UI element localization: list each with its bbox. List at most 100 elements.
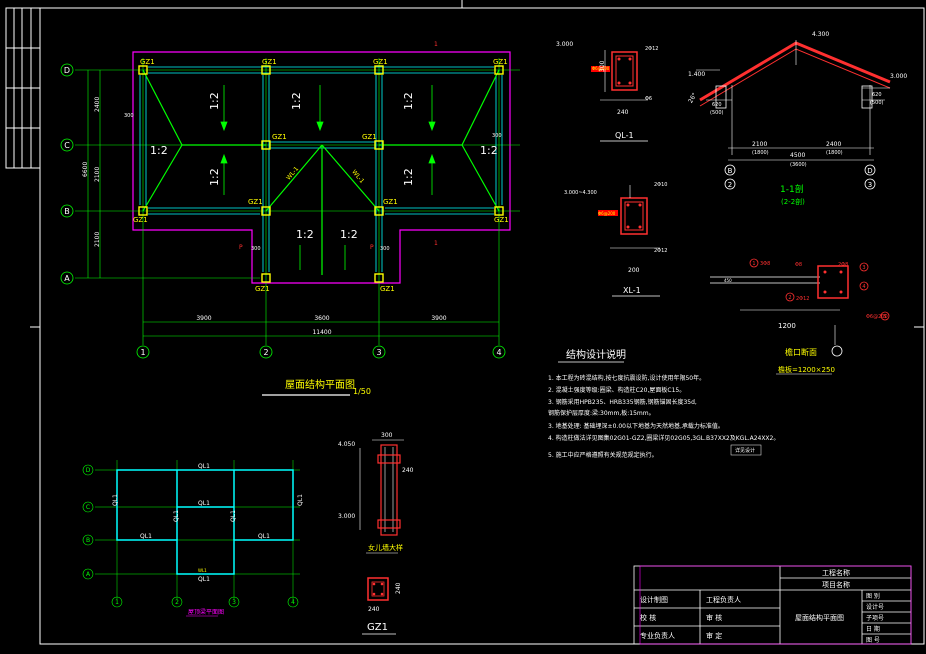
gz1-bot-elev: 3.000 (338, 513, 355, 520)
gz1-dim-side: 240 (402, 467, 414, 474)
column-gz1 (261, 273, 271, 283)
column-gz1 (374, 65, 384, 75)
slope-label: 1:2 (208, 92, 221, 110)
small-dim: 300 (492, 133, 502, 139)
column-tag: GZ1 (362, 133, 377, 141)
slope-label: 1:2 (402, 168, 415, 186)
notes-item: 3. 地基处理: 基础埋深±0.00以下地基为天然地基,承载力标准值。 (548, 422, 724, 430)
section-eave2: (500) (710, 110, 723, 116)
axis-label-row: C (64, 141, 70, 150)
tb-row-left: 专业负责人 (640, 631, 675, 640)
roof-plan: GZ1 GZ1 GZ1 GZ1 GZ1 GZ1 GZ1 GZ1 GZ1 GZ1 … (60, 41, 520, 396)
beam-axis-row: D (86, 467, 91, 474)
marker-p: P (370, 244, 374, 251)
xl1-elev: 3.000~4.300 (564, 190, 597, 196)
section-elev-top: 4.300 (812, 31, 829, 38)
beam-tag: QL1 (198, 576, 210, 583)
column-tag: GZ1 (373, 58, 388, 66)
notes-detail-label: 详见设计 (735, 447, 755, 454)
dim-left: 2400 (94, 97, 101, 112)
slope-label: 1:2 (290, 92, 303, 110)
cut-mark: 1 (434, 240, 438, 247)
beam-tag: QL1 (230, 510, 237, 522)
slope-label: 1:2 (296, 228, 314, 241)
slope-arrows (220, 85, 436, 270)
title-block-accent (639, 565, 912, 645)
tb-row-left: 校 核 (640, 613, 656, 622)
tb-project: 工程名称 (822, 568, 850, 577)
plan-title: 屋面结构平面图 (285, 378, 355, 391)
small-dim: 300 (380, 246, 390, 252)
column-tag: GZ1 (493, 58, 508, 66)
beam-tag: QL1 (173, 510, 180, 522)
beam-axis-row: A (86, 571, 91, 578)
beam-axis-col: 4 (291, 599, 295, 606)
xl1-label: XL-1 (623, 286, 641, 295)
slope-label: 1:2 (208, 168, 221, 186)
small-dim: 300 (124, 113, 134, 119)
tb-drawing: 屋面结构平面图 (795, 613, 844, 622)
axis-label-row: B (64, 207, 70, 216)
notes-item: 4. 构造柱做法详见图集02G01-GZ2,圈梁详见02G05,3GL.B37X… (548, 434, 779, 442)
cut-mark: 1 (434, 41, 438, 48)
beam-tag: QL1 (198, 463, 210, 470)
column-gz1 (374, 273, 384, 283)
roof-beam-plan: QL1 QL1 QL1 QL1 QL1 QL1 QL1 QL1 QL1 WL1 … (82, 460, 304, 617)
ql1-height: 300 (599, 60, 606, 72)
ridge-lines (142, 69, 500, 275)
slope-label: 1:2 (340, 228, 358, 241)
beam-tag: QL1 (112, 494, 119, 506)
gz1-detail: 4.050 3.000 300 240 女儿墙大样 240 240 GZ1 (338, 432, 414, 635)
axis-label-row: D (64, 66, 70, 75)
slope-label: 1:2 (150, 144, 168, 157)
tb-row-right: 图 别 (866, 592, 880, 600)
beam-tag: QL1 (198, 500, 210, 507)
marker-p: P (239, 244, 243, 251)
eaves-num: 1 (752, 261, 755, 267)
tb-row-mid: 审 定 (706, 631, 722, 640)
eaves-num: 4 (862, 284, 865, 290)
gz1-label: GZ1 (367, 622, 388, 633)
gz1-section-h: 240 (395, 582, 402, 594)
beam-axis-col: 1 (115, 599, 119, 606)
section-axis-b: B (728, 167, 733, 175)
beams (139, 66, 503, 272)
col-axis-bubbles (136, 345, 506, 359)
tb-row-mid: 工程负责人 (706, 595, 741, 604)
ql1-elev: 3.000 (556, 41, 573, 48)
wl-tag: WL1 (198, 568, 207, 573)
tb-row-right: 图 号 (866, 637, 880, 644)
eaves-detail: 1 2 3 4 5 3Φ8 Φ8 2Φ12 2Φ8 Φ6@200 450 120… (710, 258, 890, 375)
ridge-tag: WL-1 (350, 169, 365, 185)
xl1-side-tag: 2Φ12 (654, 248, 667, 254)
axis-label-col: 2 (263, 348, 268, 357)
gz1-section-w: 240 (368, 606, 380, 613)
beam-axis-col: 3 (232, 599, 236, 606)
column-tag: GZ1 (255, 285, 270, 293)
dim-left: 2100 (94, 232, 101, 247)
dim-bottom: 3900 (196, 315, 211, 322)
section-axis-3: 3 (868, 181, 872, 189)
ql1-section: 3.000 2Φ12 Φ6@200 Φ6 300 240 QL-1 (556, 41, 658, 142)
section-eave-r: 620 (872, 92, 882, 98)
notes-title: 结构设计说明 (566, 348, 626, 361)
plan-scale: 1/50 (353, 387, 371, 396)
axis-label-col: 3 (376, 348, 381, 357)
eaves-note: 檐板=1200×250 (778, 365, 835, 374)
beam-tag: QL1 (297, 494, 304, 506)
ql1-label: QL-1 (615, 131, 634, 140)
dim-left-total: 6600 (82, 162, 89, 177)
ql1-top-tag: 2Φ12 (645, 46, 658, 52)
notes-item: 1. 本工程为砖混结构,按七度抗震设防,设计使用年限50年。 (548, 374, 705, 382)
column-tag: GZ1 (380, 285, 395, 293)
tb-row-right: 日 期 (866, 625, 880, 633)
roof-beam-title: 屋顶梁平面图 (188, 608, 224, 616)
gz1-dim-top: 300 (381, 432, 393, 439)
ql1-stirrup: Φ6@200 (592, 66, 610, 71)
column-gz1 (261, 65, 271, 75)
xl1-section: 3.000~4.300 2Φ10 Φ6@200 2Φ12 200 XL-1 (564, 182, 667, 297)
design-notes: 结构设计说明 1. 本工程为砖混结构,按七度抗震设防,设计使用年限50年。 2.… (548, 348, 779, 459)
axis-label-col: 4 (496, 348, 501, 357)
notes-item: 5. 施工中应严格遵照有关规范规定执行。 (548, 451, 658, 459)
